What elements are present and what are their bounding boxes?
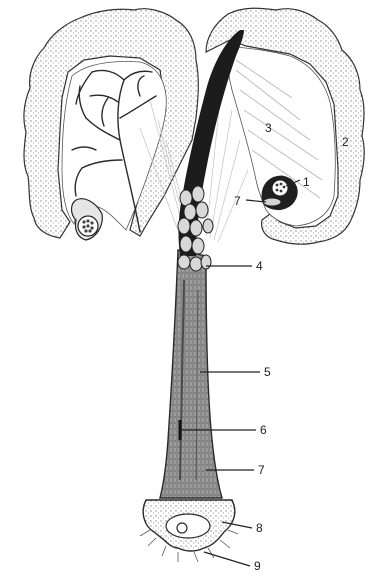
label-5: 5 (264, 365, 271, 379)
label-7-upper: 7 (234, 194, 241, 208)
base-cavity (166, 514, 210, 538)
label-6: 6 (260, 423, 267, 437)
label-2: 2 (342, 135, 349, 149)
label-3: 3 (265, 121, 272, 135)
leader-9 (204, 552, 250, 566)
label-8: 8 (256, 521, 263, 535)
left-lobe (24, 9, 198, 240)
label-1: 1 (303, 175, 310, 189)
right-acinus (262, 176, 297, 210)
stem-body (160, 250, 222, 498)
label-7-lower: 7 (258, 463, 265, 477)
label-4: 4 (256, 259, 263, 273)
label-9: 9 (254, 559, 261, 573)
granule-cluster (178, 186, 213, 271)
base (140, 500, 238, 562)
base-nodule (177, 523, 187, 533)
